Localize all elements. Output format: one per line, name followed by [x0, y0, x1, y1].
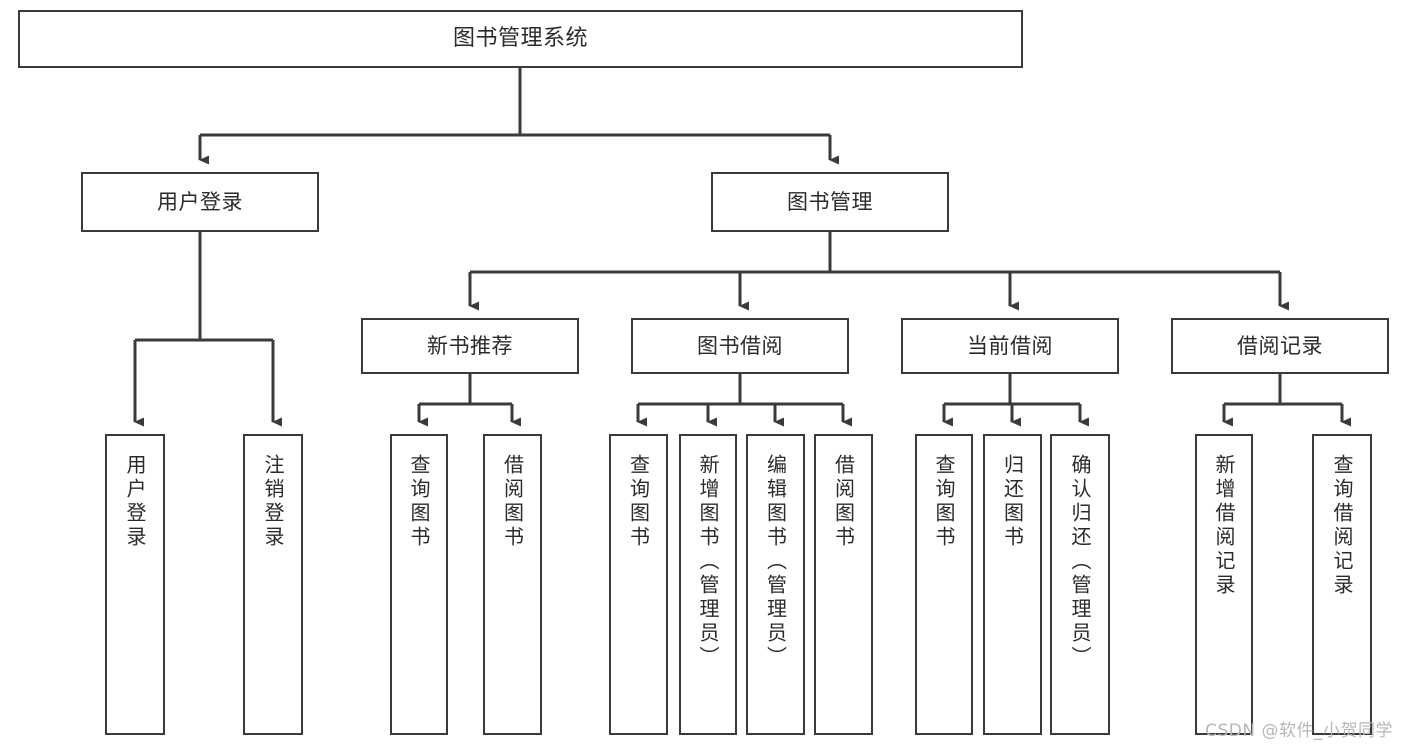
node-book-management[interactable]: 图书管理: [711, 172, 949, 232]
leaf-new-book-query-label: 查询图书: [407, 454, 431, 550]
leaf-user-login-login[interactable]: 用户登录: [105, 434, 165, 735]
leaf-user-login-login-label: 用户登录: [123, 454, 147, 550]
node-root-system[interactable]: 图书管理系统: [18, 10, 1023, 68]
node-book-borrow-label: 图书借阅: [697, 333, 783, 358]
watermark-text: CSDN @软件_小贺同学: [1205, 721, 1393, 741]
leaf-borrow-add-book[interactable]: 新增图书（管理员）: [679, 434, 737, 735]
node-book-borrow[interactable]: 图书借阅: [631, 318, 849, 374]
node-new-book-recommend[interactable]: 新书推荐: [361, 318, 579, 374]
leaf-current-return-book[interactable]: 归还图书: [983, 434, 1042, 735]
leaf-record-add-record-label: 新增借阅记录: [1212, 454, 1236, 598]
leaf-borrow-edit-book[interactable]: 编辑图书（管理员）: [746, 434, 805, 735]
leaf-borrow-add-book-label: 新增图书（管理员）: [696, 454, 720, 670]
leaf-current-confirm-return[interactable]: 确认归还（管理员）: [1050, 434, 1110, 735]
leaf-user-login-logout-label: 注销登录: [261, 454, 285, 550]
leaf-current-query-book-label: 查询图书: [932, 454, 956, 550]
leaf-new-book-borrow[interactable]: 借阅图书: [483, 434, 542, 735]
leaf-borrow-query-book-label: 查询图书: [626, 454, 651, 550]
node-borrow-record-label: 借阅记录: [1237, 333, 1323, 358]
node-current-borrow[interactable]: 当前借阅: [901, 318, 1119, 374]
node-root-system-label: 图书管理系统: [452, 26, 588, 52]
leaf-new-book-query[interactable]: 查询图书: [390, 434, 448, 735]
node-user-login-label: 用户登录: [157, 189, 243, 214]
leaf-borrow-edit-book-label: 编辑图书（管理员）: [763, 454, 788, 670]
leaf-record-add-record[interactable]: 新增借阅记录: [1195, 434, 1253, 735]
node-current-borrow-label: 当前借阅: [967, 333, 1053, 358]
node-user-login[interactable]: 用户登录: [81, 172, 319, 232]
node-borrow-record[interactable]: 借阅记录: [1171, 318, 1389, 374]
node-book-management-label: 图书管理: [787, 189, 873, 214]
node-new-book-recommend-label: 新书推荐: [427, 333, 513, 358]
leaf-current-return-book-label: 归还图书: [1000, 454, 1025, 550]
leaf-record-query-record-label: 查询借阅记录: [1330, 454, 1354, 598]
leaf-new-book-borrow-label: 借阅图书: [500, 454, 525, 550]
leaf-borrow-query-book[interactable]: 查询图书: [609, 434, 668, 735]
leaf-current-confirm-return-label: 确认归还（管理员）: [1068, 454, 1092, 670]
leaf-current-query-book[interactable]: 查询图书: [915, 434, 973, 735]
leaf-record-query-record[interactable]: 查询借阅记录: [1312, 434, 1372, 735]
leaf-borrow-borrow-book[interactable]: 借阅图书: [814, 434, 873, 735]
leaf-borrow-borrow-book-label: 借阅图书: [831, 454, 856, 550]
leaf-user-login-logout[interactable]: 注销登录: [243, 434, 303, 735]
